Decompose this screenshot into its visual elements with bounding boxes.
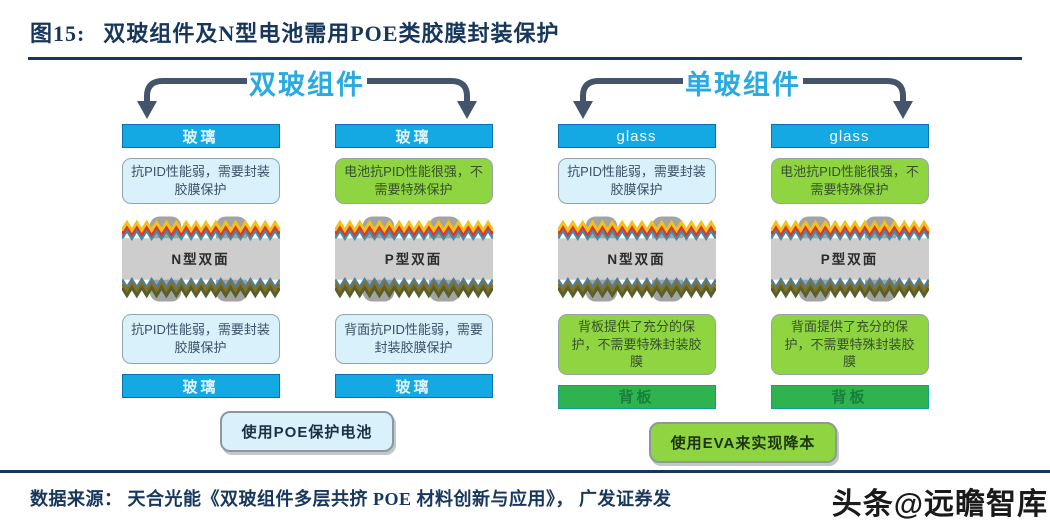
cell-graphic: N型双面: [558, 214, 716, 304]
module-column-dg-n: 玻璃 抗PID性能弱，需要封装胶膜保护 N型双面 抗PID性能弱，需要封装胶膜保…: [121, 124, 280, 398]
upper-note: 抗PID性能弱，需要封装胶膜保护: [121, 158, 280, 204]
annotation-eva: 使用EVA来实现降本: [648, 421, 838, 463]
lower-note: 背板提供了充分的保护，不需要特殊封装胶膜: [557, 314, 716, 375]
module-column-sg-n: glass 抗PID性能弱，需要封装胶膜保护 N型双面 背板提供了充分的保护，不…: [557, 124, 716, 409]
top-layer-bar: 玻璃: [334, 124, 493, 148]
lower-note: 抗PID性能弱，需要封装胶膜保护: [121, 314, 280, 364]
upper-note: 抗PID性能弱，需要封装胶膜保护: [557, 158, 716, 204]
title-divider: [28, 57, 1022, 60]
footer: 数据来源： 天合光能《双玻组件多层共挤 POE 材料创新与应用》， 广发证券发 …: [0, 470, 1050, 526]
cell-graphic: P型双面: [771, 214, 929, 304]
figure-title: 双玻组件及N型电池需用POE类胶膜封装保护: [103, 21, 560, 46]
lower-note: 背面提供了充分的保护，不需要特殊封装胶膜: [770, 314, 929, 375]
bottom-layer-bar: 背板: [557, 384, 716, 409]
figure-number: 图15:: [30, 21, 86, 46]
cell-graphic: N型双面: [122, 214, 280, 304]
group-single-glass: 单玻组件 glass 抗PID性能弱，需要封装胶膜保护 N型双面 背板提供了充分…: [557, 70, 929, 463]
arrow-down-right-icon: [803, 78, 913, 119]
module-column-dg-p: 玻璃 电池抗PID性能很强，不需要特殊保护 P型双面 背面抗PID性能弱，需要封…: [334, 124, 493, 398]
top-layer-bar: glass: [557, 124, 716, 148]
bottom-layer-bar: 玻璃: [334, 374, 493, 398]
arrow-down-left-icon: [573, 78, 683, 119]
bottom-layer-bar: 玻璃: [121, 374, 280, 398]
module-diagram: 双玻组件 玻璃 抗PID性能弱，需要封装胶膜保护 N型双面 抗PID性能弱，需要…: [0, 70, 1050, 463]
top-layer-bar: glass: [770, 124, 929, 148]
cell-type-label: N型双面: [171, 252, 230, 267]
group-double-glass: 双玻组件 玻璃 抗PID性能弱，需要封装胶膜保护 N型双面 抗PID性能弱，需要…: [121, 70, 493, 463]
figure-title-row: 图15: 双玻组件及N型电池需用POE类胶膜封装保护: [0, 0, 1050, 48]
upper-note: 电池抗PID性能很强，不需要特殊保护: [334, 158, 493, 204]
top-layer-bar: 玻璃: [121, 124, 280, 148]
data-source: 数据来源： 天合光能《双玻组件多层共挤 POE 材料创新与应用》， 广发证券发: [30, 489, 672, 509]
upper-note: 电池抗PID性能很强，不需要特殊保护: [770, 158, 929, 204]
cell-type-label: N型双面: [607, 252, 666, 267]
annotation-poe: 使用POE保护电池: [219, 411, 395, 452]
arrow-down-right-icon: [367, 78, 477, 119]
arrow-down-left-icon: [137, 78, 247, 119]
cell-type-label: P型双面: [820, 252, 879, 267]
group-single-glass-header: 单玻组件: [557, 70, 929, 124]
watermark: 头条@远瞻智库: [831, 488, 1048, 521]
bottom-layer-bar: 背板: [770, 384, 929, 409]
module-column-sg-p: glass 电池抗PID性能很强，不需要特殊保护 P型双面 背面提供了充分的保护…: [770, 124, 929, 409]
group-double-glass-header: 双玻组件: [121, 70, 493, 124]
lower-note: 背面抗PID性能弱，需要封装胶膜保护: [334, 314, 493, 364]
cell-graphic: P型双面: [335, 214, 493, 304]
cell-type-label: P型双面: [384, 252, 443, 267]
group-title: 单玻组件: [685, 70, 801, 100]
group-title: 双玻组件: [249, 70, 365, 100]
